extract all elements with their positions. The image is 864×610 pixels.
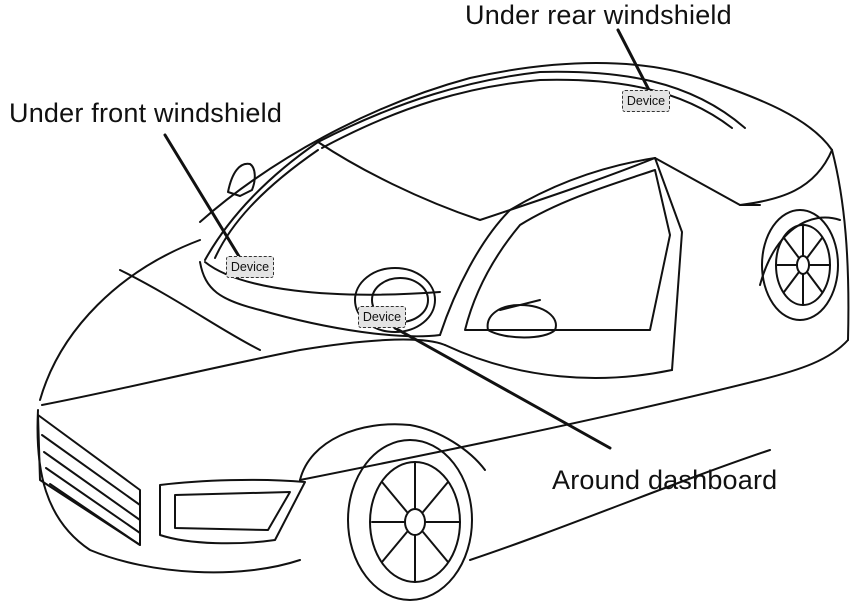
front-windshield-frame — [199, 261, 441, 338]
roof-outline — [199, 62, 833, 223]
side-body — [299, 339, 849, 481]
hood-center — [119, 269, 261, 351]
callout-under-rear-windshield: Under rear windshield — [465, 0, 732, 30]
callout-under-front-windshield: Under front windshield — [9, 98, 283, 128]
right-mirror-arm — [499, 299, 541, 311]
rear-wheel-tire — [761, 209, 839, 321]
front-wheel-tire — [347, 439, 473, 601]
side-window — [464, 169, 671, 331]
grille-bar-2 — [43, 451, 141, 521]
device-tag-rear: Device — [622, 90, 670, 112]
hood-outline — [39, 239, 201, 401]
hood-crease — [41, 338, 446, 406]
leader-rear — [616, 28, 652, 94]
rear-glass-inner — [321, 78, 733, 149]
front-wheel-hub — [404, 508, 426, 536]
grille-bar-3 — [45, 467, 141, 534]
door-line — [654, 157, 683, 371]
device-tag-dashboard: Device — [358, 306, 406, 328]
rear-wheel-spokes — [775, 224, 831, 306]
headlight — [159, 478, 306, 545]
roof-crease — [317, 141, 656, 221]
rear-body — [831, 149, 850, 341]
rear-arch — [759, 216, 841, 286]
front-wheel-spokes — [371, 461, 461, 583]
device-tag-front: Device — [226, 256, 274, 278]
callout-around-dashboard: Around dashboard — [552, 465, 778, 495]
headlight-inner — [174, 491, 291, 531]
door-lower — [444, 344, 673, 379]
left-mirror — [227, 162, 256, 197]
grille-outline — [37, 414, 141, 546]
right-mirror — [486, 304, 557, 339]
windshield-bottom — [204, 261, 441, 296]
front-bumper — [36, 409, 301, 574]
front-windshield-inner — [214, 149, 319, 259]
front-windshield — [204, 141, 319, 261]
a-pillar — [439, 157, 656, 336]
grille-bar-4 — [49, 483, 141, 546]
rear-glass — [317, 70, 746, 143]
leader-dash — [393, 326, 612, 450]
b-pillar — [654, 157, 761, 206]
leader-front — [163, 133, 242, 260]
rear-quarter — [739, 149, 833, 206]
front-fender — [299, 423, 486, 481]
side-sill — [469, 449, 771, 561]
grille-bar-1 — [41, 434, 141, 506]
steering-wheel-outer — [354, 267, 436, 333]
